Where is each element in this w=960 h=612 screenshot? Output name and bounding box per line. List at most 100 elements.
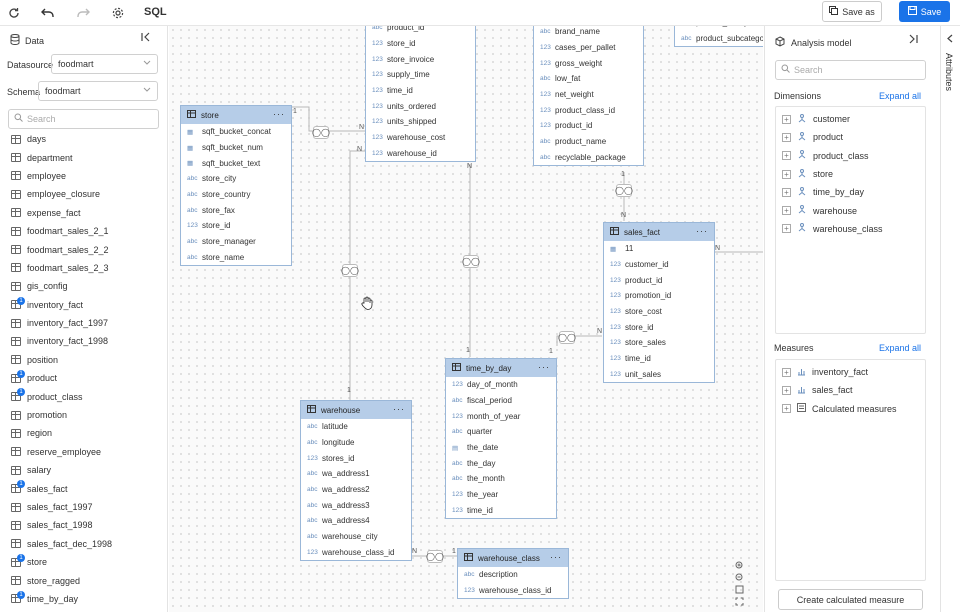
field-row[interactable]: ▦sqft_bucket_concat [181,124,291,140]
table-list-item[interactable]: department [0,148,167,166]
expand-plus-icon[interactable]: + [782,187,791,197]
measures-expand-all[interactable]: Expand all [879,343,922,353]
save-button[interactable]: Save [899,1,950,22]
join-icon[interactable]: ◯◯ [462,255,480,268]
table-list-item[interactable]: sales_fact_1997 [0,498,167,516]
table-list-item[interactable]: foodmart_sales_2_3 [0,259,167,277]
dimension-item[interactable]: +product_class [776,147,925,165]
refresh-icon[interactable] [5,4,23,22]
table-list-item[interactable]: expense_fact [0,204,167,222]
more-options-icon[interactable]: ··· [550,552,562,562]
table-node-header[interactable]: sales_fact··· [604,223,714,241]
table-list-item[interactable]: reserve_employee [0,443,167,461]
table-list-item[interactable]: sales_fact_1998 [0,516,167,534]
dimension-item[interactable]: +store [776,165,925,183]
attributes-tab[interactable]: Attributes [944,53,954,92]
zoom-in-icon[interactable] [735,561,744,572]
undo-icon[interactable] [39,4,57,22]
dimension-item[interactable]: +product [776,128,925,146]
more-options-icon[interactable]: ··· [273,109,285,119]
redo-icon[interactable] [74,4,92,22]
expand-plus-icon[interactable]: + [782,404,791,414]
zoom-out-icon[interactable] [735,573,744,584]
fullscreen-icon[interactable] [735,597,744,608]
table-list-item[interactable]: days [0,130,167,148]
more-options-icon[interactable]: ··· [696,226,708,236]
join-icon[interactable]: ◯◯ [341,264,359,277]
field-row[interactable]: ▦11 [604,241,714,257]
table-list-item[interactable]: store_ragged [0,571,167,589]
collapse-right-icon[interactable] [908,34,918,47]
datasource-select[interactable]: foodmart [51,54,158,74]
dimensions-expand-all[interactable]: Expand all [879,91,922,101]
table-list-item[interactable]: position [0,351,167,369]
join-icon[interactable]: ◯◯ [426,550,444,563]
table-list-item[interactable]: inventory_fact_1997 [0,314,167,332]
table-list-item[interactable]: sales_fact_dec_1998 [0,535,167,553]
table-node-header[interactable]: store··· [181,106,291,124]
more-options-icon[interactable]: ··· [538,362,550,372]
expand-plus-icon[interactable]: + [782,114,791,124]
join-icon[interactable]: ◯◯ [558,331,576,344]
field-row[interactable]: ▤the_date [446,440,556,456]
join-icon[interactable]: ◯◯ [312,126,330,139]
table-list-item[interactable]: inventory_fact_1998 [0,332,167,350]
dimension-item[interactable]: +warehouse_class [776,220,925,238]
expand-plus-icon[interactable]: + [782,132,791,142]
dimension-item[interactable]: +time_by_day [776,183,925,201]
measure-item[interactable]: +Calculated measures [776,400,925,418]
diagram-canvas[interactable]: ◯◯ ◯◯ ◯◯ ◯◯ ◯◯ ◯◯ 1 N N 1 N 1 1 N 1 N N … [169,26,763,612]
sql-button[interactable]: SQL [144,6,167,18]
fit-view-icon[interactable] [735,585,744,596]
table-node-header[interactable]: time_by_day··· [446,359,556,377]
expand-plus-icon[interactable]: + [782,367,791,377]
